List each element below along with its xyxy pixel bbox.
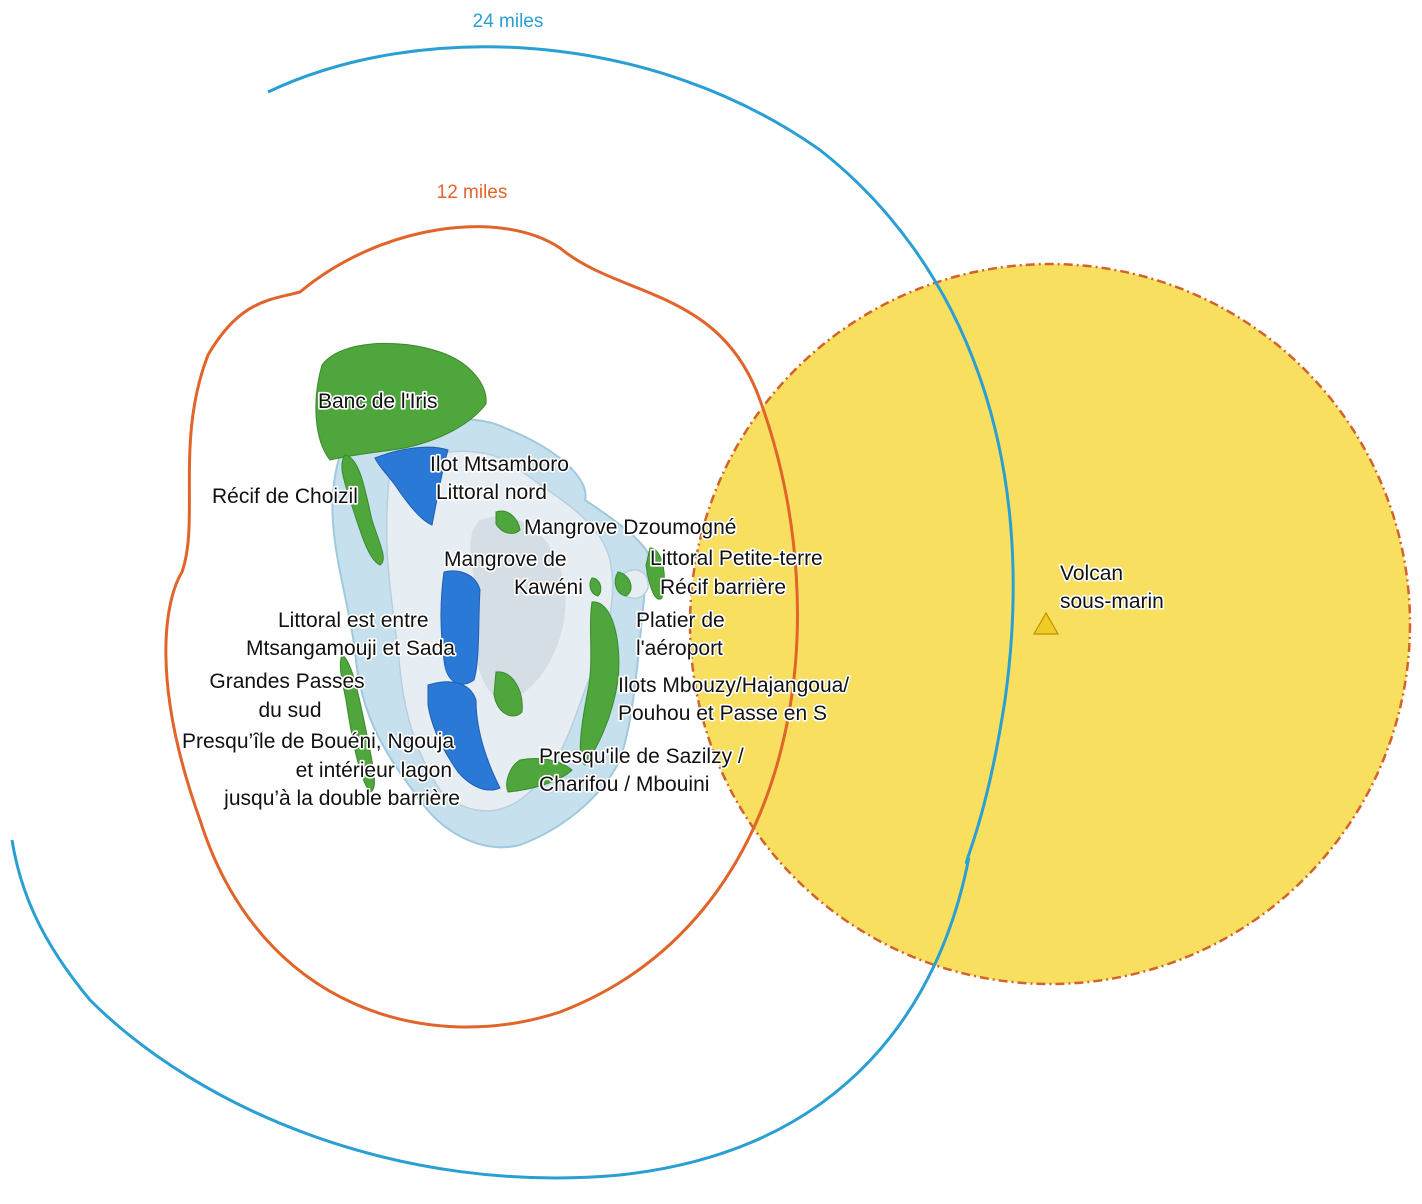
area-mangrove-dzoumogne [495,510,521,534]
label-presquile-sazilzy-2: Charifou / Mbouini [539,773,709,796]
area-presquile-boueni [427,681,501,791]
label-platier-2: l'aéroport [636,637,723,660]
area-ilots-mbouzy [579,601,620,766]
label-ilots-mbouzy-1: Ilots Mbouzy/Hajangoua/ [618,674,849,697]
area-littoral-petite-terre [645,547,665,600]
zone-24-miles-boundary [10,45,1015,1180]
label-littoral-petite-terre: Littoral Petite-terre [650,547,823,570]
area-presquile-sazilzy [506,757,573,793]
label-littoral-est-2: Mtsangamouji et Sada [246,637,455,660]
label-littoral-est-1: Littoral est entre [278,609,429,632]
triangle-marker-icon [1032,611,1060,635]
area-banc-iris [315,342,487,461]
area-recif-ouest [339,654,375,793]
label-presquile-boueni-1: Presqu’île de Bouéni, Ngouja [182,730,454,753]
island-relief [470,516,566,701]
label-grandes-passes-1: Grandes Passes [209,670,364,693]
label-banc-iris: Banc de l'Iris [318,390,438,413]
volcano-label-line1: Volcan [1060,562,1123,585]
label-mangrove-dzoumogne: Mangrove Dzoumogné [524,516,736,539]
label-presquile-sazilzy-1: Presqu'ile de Sazilzy / [539,745,744,768]
area-littoral-est [440,570,481,685]
label-presquile-boueni-2: et intérieur lagon [296,759,452,782]
volcano-label-line2: sous-marin [1060,590,1164,613]
label-mangrove-kaweni-1: Mangrove de [444,548,567,571]
area-recif-choizil [341,454,384,566]
label-ilot-mtsamboro: Ilot Mtsamboro [430,453,569,476]
label-presquile-boueni-3: jusqu’à la double barrière [223,787,460,810]
zone-12-miles-boundary [164,225,799,1029]
zone-12-miles-label: 12 miles [437,182,508,203]
area-mangrove-interieure [493,671,523,717]
label-mangrove-kaweni-2: Kawéni [514,576,583,599]
zone-24-miles-label: 24 miles [473,11,544,32]
label-recif-choizil: Récif de Choizil [212,485,358,508]
area-mangrove-kaweni [589,577,602,597]
label-littoral-nord: Littoral nord [436,481,547,504]
area-ilot-mtsamboro [374,446,449,526]
label-platier-1: Platier de [636,609,725,632]
green-protected-areas [315,342,665,793]
label-recif-barriere: Récif barrière [660,576,786,599]
blue-protected-areas [374,446,501,791]
label-grandes-passes-2: du sud [258,699,321,722]
area-platier-aeroport [614,571,632,597]
label-ilots-mbouzy-2: Pouhou et Passe en S [618,702,827,725]
